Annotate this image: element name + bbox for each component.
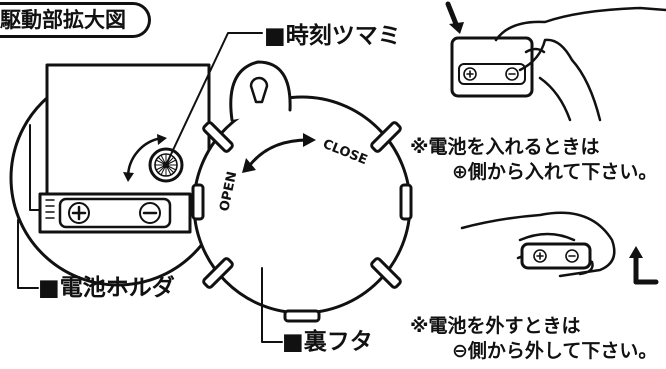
magnified-movement-view [9,63,227,287]
note-insert-line1: ※電池を入れるときは [410,136,600,158]
insert-battery-illustration [445,1,666,122]
page-title: 駆動部拡大図 [0,2,151,38]
leader-line-cover [261,267,283,343]
battery-holder [38,192,192,234]
remove-battery-illustration [460,211,659,285]
label-time-knob: ■時刻ツマミ [264,23,401,49]
hand-insert [494,6,666,122]
knob-turn-arrow [126,136,164,180]
label-back-cover: ■裏フタ [282,329,373,355]
note-remove-line2: ⊖側から外して下さい。 [452,340,658,362]
open-close-arrow [248,138,310,167]
label-battery-holder: ■電池ホルダ [38,275,175,301]
back-cover [191,60,413,323]
leader-line-battery [17,219,39,289]
leader-line-knob [165,32,263,166]
note-remove-line1: ※電池を外すときは [410,315,581,337]
note-insert-line2: ⊕側から入れて下さい。 [452,161,658,183]
hang-tab [229,60,292,122]
